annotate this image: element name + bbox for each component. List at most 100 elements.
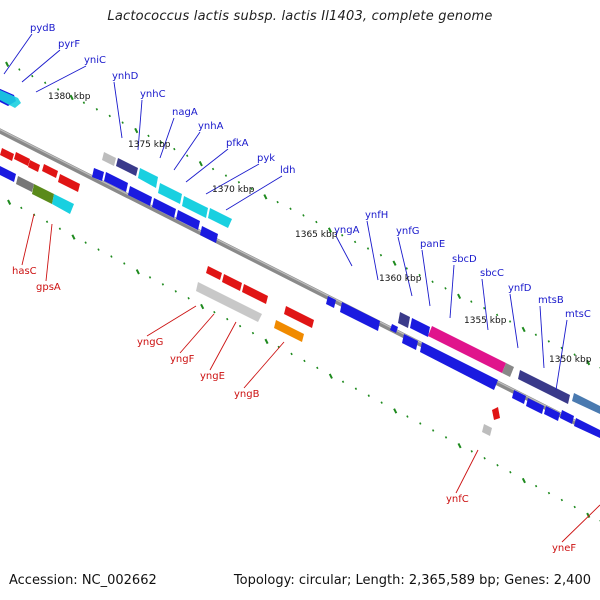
gene-arrow-steel-mtsb[interactable] <box>572 393 600 414</box>
connector-sbcd <box>449 264 455 319</box>
gene-label-ynef[interactable]: yneF <box>552 543 576 554</box>
gene-arrow-gray-ynhd[interactable] <box>102 152 116 166</box>
gene-arrow-gray-sbcc[interactable] <box>502 363 514 377</box>
accession-text: Accession: NC_002662 <box>9 573 157 588</box>
ruler-tick <box>341 234 344 237</box>
ruler-tick <box>161 283 165 286</box>
gene-arrow-blue-f[interactable] <box>390 324 398 333</box>
gene-label-gpsa[interactable]: gpsA <box>36 282 61 293</box>
gene-arrow-blue-i[interactable] <box>512 390 526 404</box>
connector-pyrf <box>21 49 61 83</box>
gene-arrow-blue-l[interactable] <box>560 410 574 424</box>
ruler-tick <box>495 313 499 317</box>
gene-label-pfka[interactable]: pfkA <box>226 138 249 149</box>
gene-label-ynhd[interactable]: ynhD <box>112 71 139 82</box>
gene-label-ynha[interactable]: ynhA <box>198 121 224 132</box>
ruler-tick <box>121 121 124 124</box>
gene-arrow-navy-ynhc[interactable] <box>116 158 138 176</box>
gene-label-ynhc[interactable]: ynhC <box>140 89 166 100</box>
gene-arrow-red-c[interactable] <box>242 284 268 304</box>
gene-arrow-navy-ynfd[interactable] <box>518 370 570 404</box>
ruler-tick <box>367 394 370 397</box>
gene-arrow-blue-ldh[interactable] <box>200 226 218 243</box>
gene-arrow-olive-hasc[interactable] <box>32 184 54 204</box>
gene-label-ynic[interactable]: yniC <box>84 55 106 66</box>
connector-ynfg <box>397 236 413 297</box>
gene-arrow-red-ynga[interactable] <box>206 266 222 280</box>
gene-arrow-cyan-pyk[interactable] <box>208 208 232 228</box>
gene-label-yngg[interactable]: yngG <box>137 337 163 348</box>
gene-arrow-magenta-sbcc[interactable] <box>428 326 506 373</box>
ruler-label: 1375 kbp <box>128 140 171 150</box>
ruler-tick <box>303 359 306 363</box>
gene-label-pane[interactable]: panE <box>420 239 445 250</box>
gene-arrow-blue-e[interactable] <box>176 210 200 230</box>
ruler-tick <box>263 194 268 200</box>
gene-arrow-cyan-ynha[interactable] <box>158 183 182 204</box>
gene-label-pydb[interactable]: pydB <box>30 23 56 34</box>
ruler-tick <box>18 68 21 71</box>
gene-arrow-blue-c[interactable] <box>128 186 152 206</box>
connector-pydb <box>3 33 33 75</box>
gene-arrow-cyan-naga[interactable] <box>138 168 158 188</box>
gene-arrow-gray-yngf[interactable] <box>196 282 262 322</box>
gene-arrow-red-3[interactable] <box>28 160 40 172</box>
gene-arrow-blue-j[interactable] <box>526 398 544 414</box>
gene-arrow-blue-ynfh[interactable] <box>326 296 336 308</box>
gene-arrow-blue-m[interactable] <box>574 418 600 438</box>
gene-label-mtsb[interactable]: mtsB <box>538 295 564 306</box>
gene-arrow-red-4[interactable] <box>42 164 58 178</box>
connector-ynhd <box>113 81 123 139</box>
ruler-ticks <box>5 61 600 522</box>
gene-label-naga[interactable]: nagA <box>172 107 198 118</box>
gene-arrow-blue-sbcd[interactable] <box>410 318 430 337</box>
gene-label-ynga[interactable]: yngA <box>334 225 360 236</box>
ruler-label: 1350 kbp <box>549 355 592 365</box>
ruler-tick <box>483 306 486 310</box>
gene-arrow-gray-ynfc[interactable] <box>482 424 492 436</box>
ruler-tick <box>586 359 591 366</box>
ruler-tick <box>290 352 293 356</box>
gene-label-ynfh[interactable]: ynfH <box>365 210 388 221</box>
gene-arrow-navy-pane[interactable] <box>398 312 410 328</box>
gene-arrow-blue-ynfg[interactable] <box>340 302 380 331</box>
gene-label-ynfd[interactable]: ynfD <box>508 283 532 294</box>
gene-arrow-red-yngb[interactable] <box>284 306 314 328</box>
gene-arrow-blue-d[interactable] <box>152 198 176 218</box>
ruler-tick <box>237 180 241 184</box>
gene-arrow-blue-b[interactable] <box>104 172 128 192</box>
gene-label-pyrf[interactable]: pyrF <box>58 39 80 50</box>
ruler-tick <box>251 331 255 335</box>
gene-label-ynfc[interactable]: ynfC <box>446 494 469 505</box>
gene-label-ynge[interactable]: yngE <box>200 371 225 382</box>
gene-arrow-gray-left[interactable] <box>16 176 34 192</box>
connector-yngg <box>146 305 197 337</box>
gene-arrow-pyrf[interactable] <box>0 90 21 108</box>
gene-arrow-red-5[interactable] <box>58 174 80 192</box>
gene-label-yngf[interactable]: yngF <box>170 354 195 365</box>
gene-label-sbcd[interactable]: sbcD <box>452 254 477 265</box>
gene-arrow-blue-left[interactable] <box>0 166 16 182</box>
gene-arrow-red-2[interactable] <box>14 152 30 166</box>
gene-label-hasc[interactable]: hasC <box>12 266 37 277</box>
gene-label-yngb[interactable]: yngB <box>234 389 260 400</box>
gene-arrow-red-1[interactable] <box>0 148 14 161</box>
connector-mtsc <box>555 319 568 391</box>
gene-arrow-red-b[interactable] <box>222 274 242 291</box>
gene-arrow-cyan-pfka[interactable] <box>182 196 208 218</box>
gene-label-mtsc[interactable]: mtsC <box>565 309 591 320</box>
gene-label-ldh[interactable]: ldh <box>280 165 295 176</box>
gene-arrow-blue-a[interactable] <box>92 168 104 181</box>
gene-label-sbcc[interactable]: sbcC <box>480 268 504 279</box>
connector-yngf <box>179 313 215 354</box>
gene-arrow-blue-g[interactable] <box>402 334 418 350</box>
gene-label-ynfg[interactable]: ynfG <box>396 226 420 237</box>
gene-arrow-blue-h[interactable] <box>420 342 498 390</box>
gene-label-pyk[interactable]: pyk <box>257 153 275 164</box>
gene-arrow-cyan-gpsa[interactable] <box>52 194 74 214</box>
ruler-tick <box>419 422 422 425</box>
gene-arrow-orange-yngb[interactable] <box>274 320 304 342</box>
ruler-tick <box>31 74 34 78</box>
gene-arrow-blue-k[interactable] <box>544 406 560 421</box>
gene-arrow-red-ynfc[interactable] <box>492 407 500 420</box>
